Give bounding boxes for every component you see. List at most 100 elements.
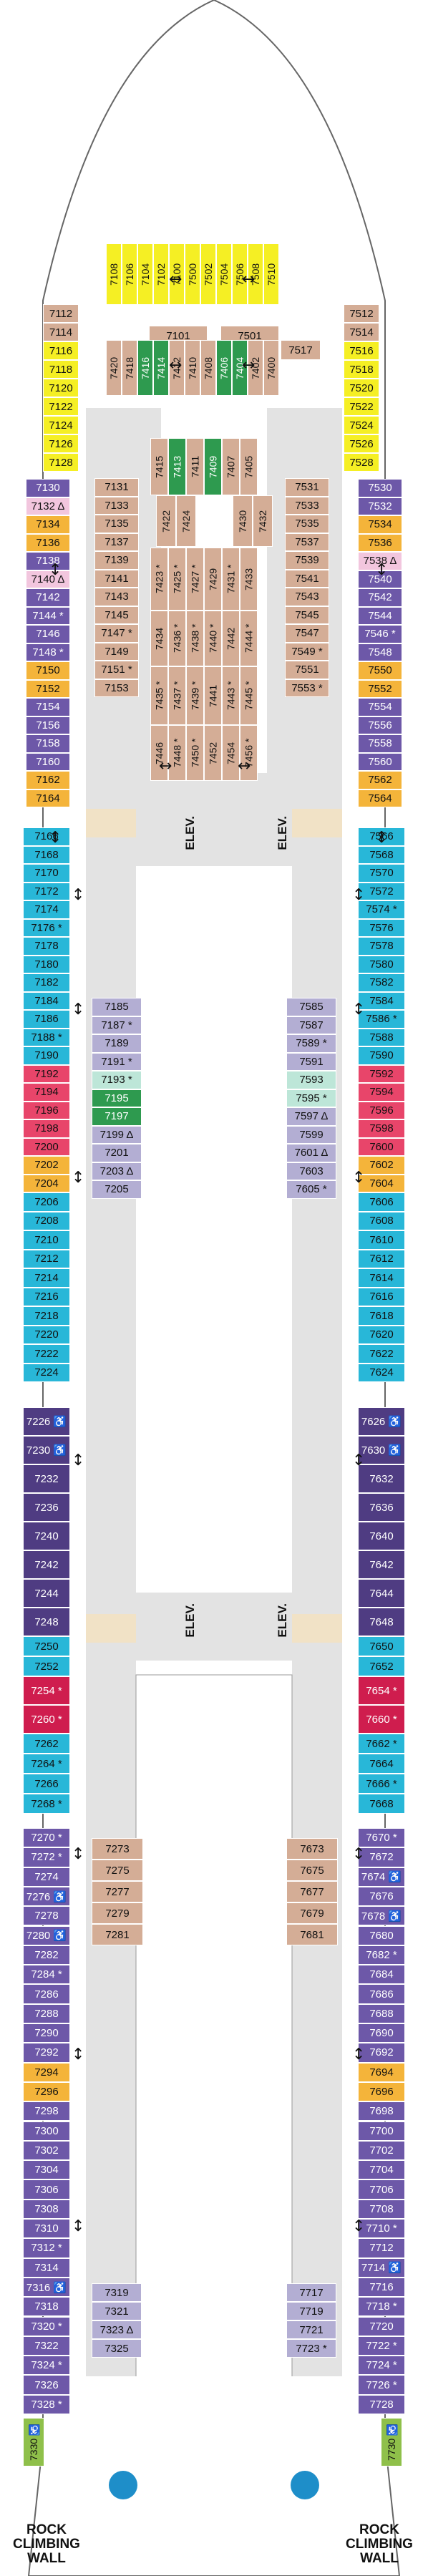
cabin[interactable]: 7149: [94, 642, 139, 661]
cabin[interactable]: 7199 Δ: [92, 1125, 142, 1144]
cabin[interactable]: 7538 Δ: [358, 552, 402, 570]
cabin[interactable]: 7275: [92, 1860, 143, 1881]
cabin[interactable]: 7722 *: [358, 2336, 405, 2356]
cabin[interactable]: 7204: [23, 1174, 70, 1192]
cabin[interactable]: 7590: [358, 1046, 405, 1065]
cabin[interactable]: 7250: [23, 1636, 70, 1656]
cabin[interactable]: 7140 Δ: [26, 570, 70, 588]
cabin[interactable]: 7187 *: [92, 1016, 142, 1034]
cabin[interactable]: 7636: [358, 1493, 405, 1522]
cabin[interactable]: 7504: [216, 243, 232, 305]
cabin[interactable]: 7536: [358, 533, 402, 552]
cabin[interactable]: 7620: [358, 1325, 405, 1344]
cabin[interactable]: 7415: [150, 438, 168, 495]
cabin[interactable]: 7562: [358, 771, 402, 789]
cabin[interactable]: 7516: [344, 341, 379, 360]
cabin[interactable]: 7273: [92, 1838, 143, 1860]
cabin[interactable]: 7191 *: [92, 1052, 142, 1071]
cabin[interactable]: 7184: [23, 991, 70, 1010]
cabin[interactable]: 7677: [286, 1881, 338, 1902]
cabin[interactable]: 7622: [358, 1344, 405, 1364]
cabin[interactable]: 7162: [26, 771, 70, 789]
cabin[interactable]: 7300: [23, 2121, 70, 2141]
cabin[interactable]: 7146: [26, 625, 70, 643]
cabin[interactable]: 7201: [92, 1144, 142, 1162]
cabin[interactable]: 7112: [43, 304, 79, 323]
cabin[interactable]: 7134: [26, 515, 70, 534]
cabin[interactable]: 7324 *: [23, 2356, 70, 2376]
cabin[interactable]: 7154: [26, 698, 70, 716]
cabin[interactable]: 7664: [358, 1754, 405, 1774]
cabin[interactable]: 7589 *: [286, 1034, 336, 1053]
cabin[interactable]: 7192: [23, 1064, 70, 1083]
cabin[interactable]: 7114: [43, 323, 79, 341]
cabin[interactable]: 7400: [263, 340, 279, 396]
cabin[interactable]: 7422: [156, 495, 176, 547]
cabin[interactable]: 7678 ♿: [358, 1906, 405, 1926]
cabin[interactable]: 7535: [285, 515, 329, 533]
cabin[interactable]: 7142: [26, 588, 70, 607]
cabin[interactable]: 7586 *: [358, 1010, 405, 1029]
cabin[interactable]: 7130: [26, 479, 70, 497]
cabin[interactable]: 7144 *: [26, 606, 70, 625]
cabin[interactable]: 7429: [204, 548, 222, 611]
cabin[interactable]: 7540: [358, 570, 402, 588]
cabin[interactable]: 7266: [23, 1774, 70, 1794]
cabin[interactable]: 7420: [106, 340, 122, 396]
cabin[interactable]: 7218: [23, 1306, 70, 1326]
cabin[interactable]: 7141: [94, 569, 139, 588]
cabin[interactable]: 7434: [150, 611, 168, 666]
cabin[interactable]: 7411: [186, 438, 204, 495]
cabin[interactable]: 7624: [358, 1363, 405, 1382]
cabin[interactable]: 7312 *: [23, 2238, 70, 2258]
cabin[interactable]: 7216: [23, 1287, 70, 1306]
cabin[interactable]: 7427 *: [186, 548, 204, 611]
cabin[interactable]: 7200: [23, 1137, 70, 1156]
cabin[interactable]: 7618: [358, 1306, 405, 1326]
cabin[interactable]: 7682 *: [358, 1945, 405, 1965]
cabin[interactable]: 7425 *: [168, 548, 186, 611]
cabin[interactable]: 7580: [358, 955, 405, 973]
cabin[interactable]: 7610: [358, 1230, 405, 1250]
cabin[interactable]: 7308: [23, 2199, 70, 2219]
cabin[interactable]: 7616: [358, 1287, 405, 1306]
cabin[interactable]: 7710 *: [358, 2219, 405, 2239]
cabin[interactable]: 7437 *: [168, 666, 186, 725]
cabin[interactable]: 7279: [92, 1902, 143, 1924]
cabin[interactable]: 7325: [92, 2339, 142, 2358]
cabin[interactable]: 7254 *: [23, 1676, 70, 1705]
cabin[interactable]: 7673: [286, 1838, 338, 1860]
cabin[interactable]: 7131: [94, 478, 139, 497]
cabin[interactable]: 7148 *: [26, 643, 70, 661]
cabin[interactable]: 7531: [285, 478, 329, 497]
cabin[interactable]: 7276 ♿: [23, 1886, 70, 1907]
cabin[interactable]: 7137: [94, 533, 139, 551]
cabin[interactable]: 7708: [358, 2199, 405, 2219]
cabin[interactable]: 7435 *: [150, 666, 168, 725]
cabin[interactable]: 7182: [23, 973, 70, 992]
cabin[interactable]: 7548: [358, 643, 402, 661]
cabin[interactable]: 7626 ♿: [358, 1407, 405, 1436]
cabin[interactable]: 7670 *: [358, 1828, 405, 1848]
cabin[interactable]: 7268 *: [23, 1794, 70, 1814]
cabin[interactable]: 7632: [358, 1464, 405, 1493]
cabin[interactable]: 7145: [94, 606, 139, 624]
cabin[interactable]: 7126: [43, 434, 79, 453]
cabin[interactable]: 7198: [23, 1119, 70, 1138]
cabin[interactable]: 7433: [240, 548, 258, 611]
cabin[interactable]: 7193 *: [92, 1071, 142, 1089]
cabin[interactable]: 7704: [358, 2160, 405, 2180]
cabin[interactable]: 7730 ♿: [381, 2418, 402, 2466]
cabin[interactable]: 7445 *: [240, 666, 258, 725]
cabin[interactable]: 7666 *: [358, 1774, 405, 1794]
cabin[interactable]: 7116: [43, 341, 79, 360]
cabin[interactable]: 7692: [358, 2043, 405, 2063]
cabin[interactable]: 7277: [92, 1881, 143, 1902]
cabin[interactable]: 7220: [23, 1325, 70, 1344]
cabin[interactable]: 7726 *: [358, 2375, 405, 2395]
cabin[interactable]: 7698: [358, 2101, 405, 2121]
cabin[interactable]: 7593: [286, 1071, 336, 1089]
cabin[interactable]: 7194: [23, 1083, 70, 1102]
cabin[interactable]: 7596: [358, 1101, 405, 1119]
cabin[interactable]: 7139: [94, 551, 139, 570]
